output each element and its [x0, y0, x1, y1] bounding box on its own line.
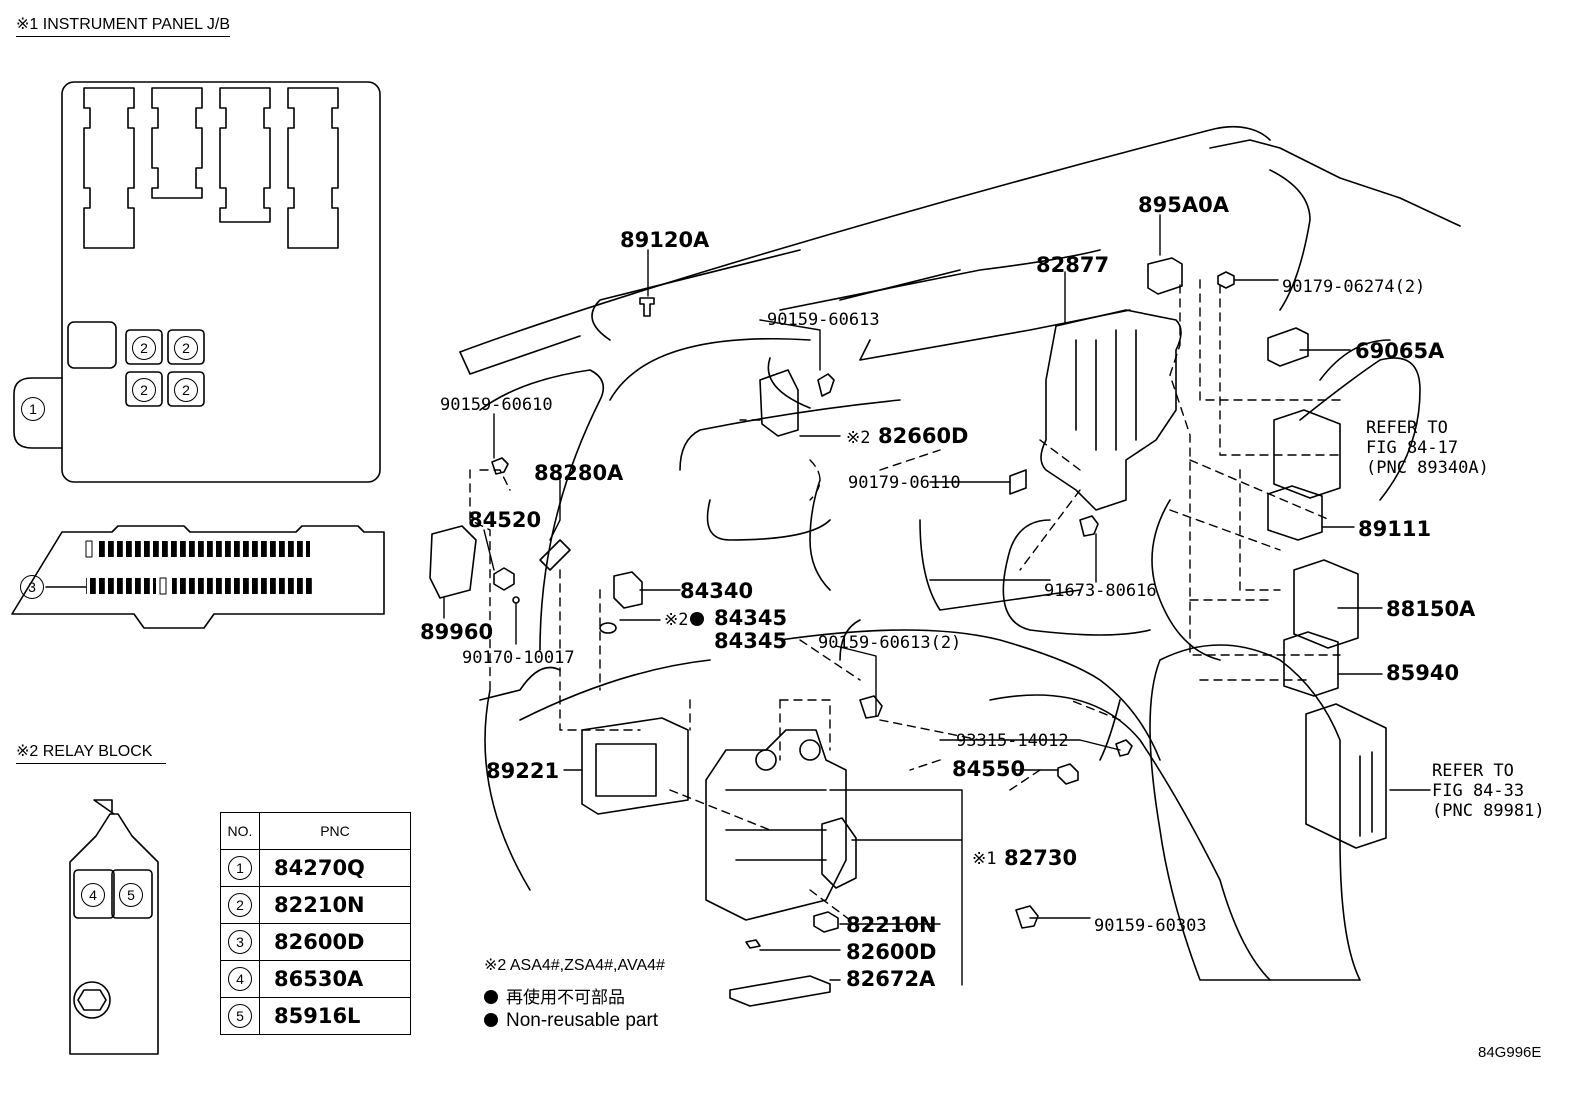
- callout-2d: 2: [174, 378, 198, 402]
- instrument-panel-jb-drawing: [11, 81, 385, 629]
- part-90159-60610: 90159-60610: [440, 395, 553, 415]
- row-no: 1: [228, 856, 252, 880]
- part-84345b: 84345: [714, 629, 788, 653]
- part-84345-mark: ※2: [664, 610, 706, 630]
- part-69065A: 69065A: [1355, 339, 1445, 363]
- header-pnc: PNC: [259, 812, 411, 850]
- refer-1-line1: REFER TO: [1366, 418, 1448, 438]
- non-reusable-note-jp: 再使用不可部品: [484, 983, 625, 1008]
- applicability-note: ※2 ASA4#,ZSA4#,AVA4#: [484, 957, 665, 974]
- part-89120A: 89120A: [620, 228, 710, 252]
- instrument-panel-jb-title: ※1 INSTRUMENT PANEL J/B: [16, 14, 231, 37]
- row-pnc: 82600D: [259, 923, 411, 961]
- header-no: NO.: [220, 812, 260, 850]
- row-no: 2: [228, 893, 252, 917]
- callout-2b: 2: [174, 336, 198, 360]
- callout-4: 4: [81, 883, 105, 907]
- part-84345a: 84345: [714, 606, 788, 630]
- row-no: 3: [228, 930, 252, 954]
- diagram-code: 84G996E: [1478, 1044, 1542, 1061]
- row-pnc: 86530A: [259, 960, 411, 998]
- refer-1-line3: (PNC 89340A): [1366, 458, 1489, 478]
- table-row: 5 85916L: [220, 997, 411, 1035]
- part-82730: 82730: [1004, 846, 1078, 870]
- part-88150A: 88150A: [1386, 597, 1476, 621]
- part-82210N: 82210N: [846, 913, 937, 937]
- dashed-guides: [469, 279, 1341, 921]
- part-90179-06110: 90179-06110: [848, 473, 961, 493]
- part-82877: 82877: [1036, 253, 1110, 277]
- part-82730-mark: ※1: [972, 849, 997, 869]
- refer-to-fig-84-33: REFER TO FIG 84-33 (PNC 89981): [1432, 761, 1545, 821]
- row-pnc: 84270Q: [259, 849, 411, 887]
- part-89960: 89960: [420, 620, 494, 644]
- pnc-table-header: NO. PNC: [220, 812, 411, 850]
- refer-2-line3: (PNC 89981): [1432, 801, 1545, 821]
- part-82660D: 82660D: [878, 424, 969, 448]
- table-row: 2 82210N: [220, 886, 411, 924]
- part-85940: 85940: [1386, 661, 1460, 685]
- part-91673-80616: 91673-80616: [1044, 581, 1157, 601]
- part-90170-10017: 90170-10017: [462, 648, 575, 668]
- callout-5: 5: [119, 883, 143, 907]
- non-reusable-dot-icon: [484, 990, 498, 1004]
- components: [429, 257, 1387, 1007]
- relay-block-drawing: [69, 799, 159, 1055]
- part-84520: 84520: [468, 508, 542, 532]
- table-row: 3 82600D: [220, 923, 411, 961]
- part-82600D: 82600D: [846, 940, 937, 964]
- relay-block-title: ※2 RELAY BLOCK: [16, 741, 167, 764]
- row-no: 4: [228, 967, 252, 991]
- pnc-table: NO. PNC 1 84270Q 2 82210N 3 82600D 4 865…: [220, 812, 411, 1035]
- part-93315-14012: 93315-14012: [956, 731, 1069, 751]
- table-row: 1 84270Q: [220, 849, 411, 887]
- refer-2-line2: FIG 84-33: [1432, 781, 1525, 801]
- callout-2c: 2: [132, 378, 156, 402]
- part-90159-60613: 90159-60613: [767, 310, 880, 330]
- refer-1-line2: FIG 84-17: [1366, 438, 1459, 458]
- part-90159-60303: 90159-60303: [1094, 916, 1207, 936]
- row-no: 5: [228, 1004, 252, 1028]
- non-reusable-dot-icon: [690, 612, 705, 626]
- table-row: 4 86530A: [220, 960, 411, 998]
- non-reusable-en-text: Non-reusable part: [506, 1010, 659, 1031]
- refer-to-fig-84-17: REFER TO FIG 84-17 (PNC 89340A): [1366, 418, 1489, 478]
- row-pnc: 85916L: [259, 997, 411, 1035]
- callout-1: 1: [21, 397, 45, 421]
- part-88280A: 88280A: [534, 461, 624, 485]
- refer-2-line1: REFER TO: [1432, 761, 1514, 781]
- leader-lines: [443, 214, 1431, 986]
- part-895A0A: 895A0A: [1138, 193, 1229, 217]
- part-84340: 84340: [680, 579, 754, 603]
- non-reusable-note-en: Non-reusable part: [484, 1010, 658, 1032]
- non-reusable-dot-icon: [484, 1013, 498, 1027]
- part-84345-mark-text: ※2: [664, 610, 689, 630]
- part-89111: 89111: [1358, 517, 1432, 541]
- part-90159-60613-2: 90159-60613(2): [818, 633, 962, 653]
- callout-2a: 2: [132, 336, 156, 360]
- non-reusable-jp-text: 再使用不可部品: [506, 988, 625, 1007]
- part-84550: 84550: [952, 757, 1026, 781]
- row-pnc: 82210N: [259, 886, 411, 924]
- callout-3: 3: [20, 575, 44, 599]
- part-90179-06274: 90179-06274(2): [1282, 277, 1426, 297]
- part-82660D-mark: ※2: [846, 428, 871, 448]
- part-89221: 89221: [486, 759, 560, 783]
- dashboard-outline: [459, 126, 1461, 981]
- part-82672A: 82672A: [846, 967, 936, 991]
